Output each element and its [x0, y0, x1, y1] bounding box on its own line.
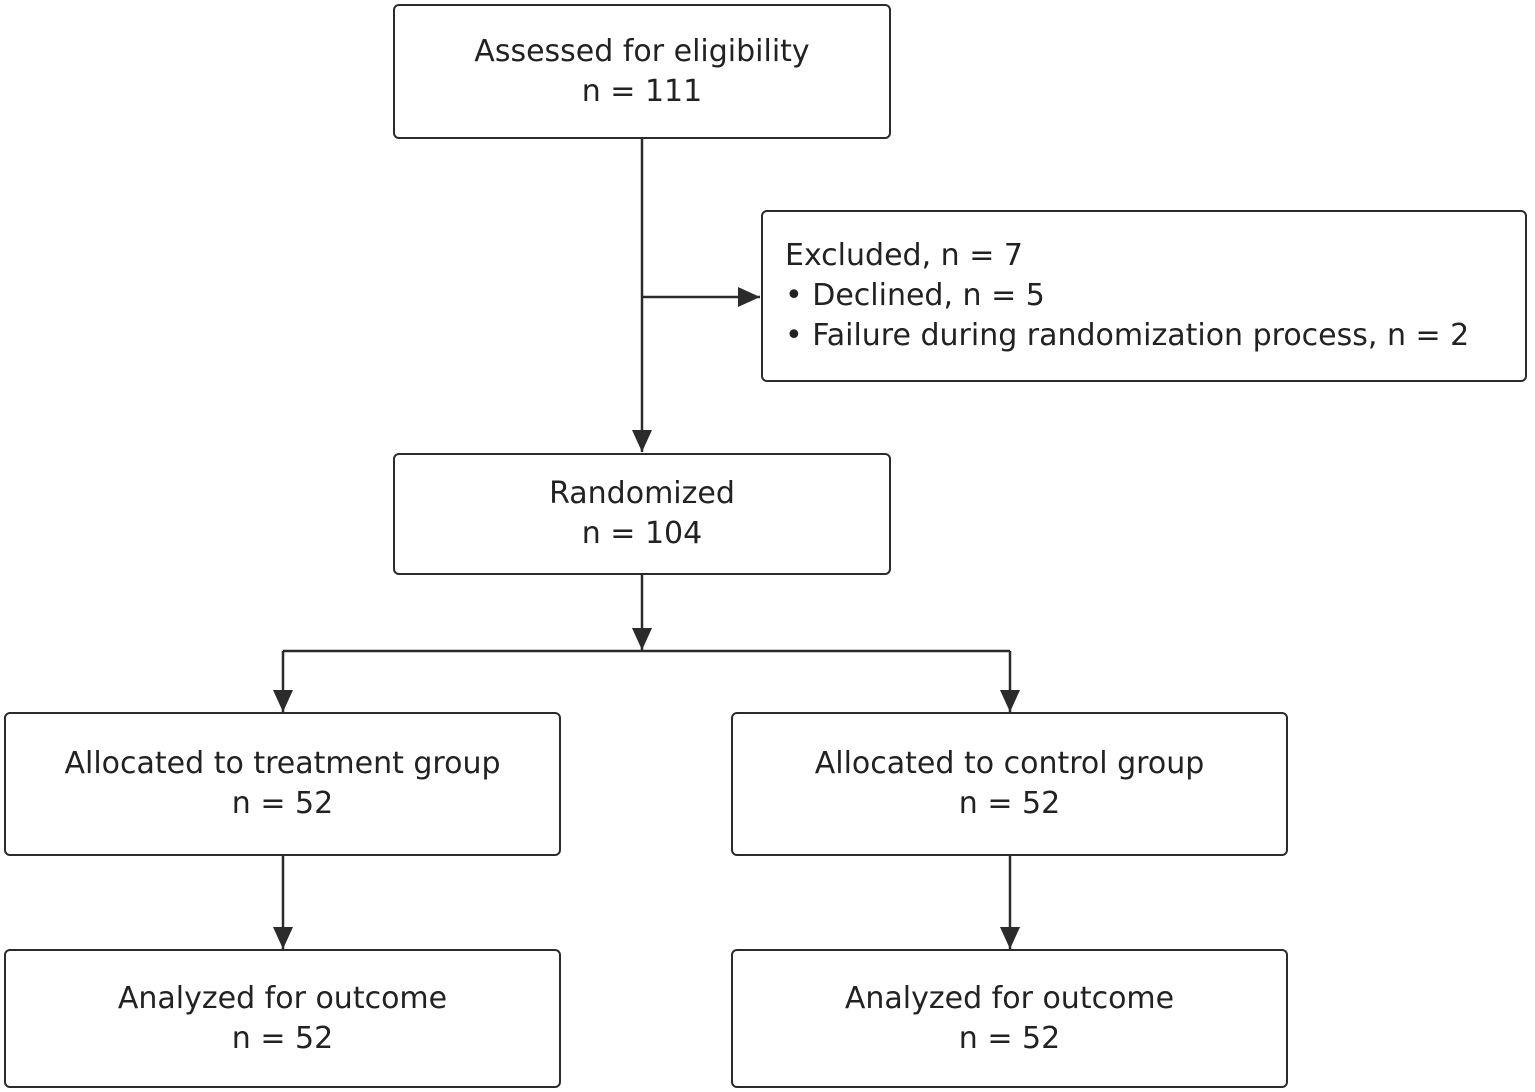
analyzed-treatment-title: Analyzed for outcome: [117, 980, 448, 1016]
excluded-title: Excluded, n = 7: [785, 238, 1023, 273]
assessed-box: Assessed for eligibility n = 111: [393, 4, 891, 139]
excluded-bullet-declined: • Declined, n = 5: [785, 278, 1045, 313]
treatment-title: Allocated to treatment group: [64, 746, 501, 781]
randomized-title: Randomized: [549, 476, 735, 511]
randomized-box: Randomized n = 104: [393, 453, 891, 575]
control-title: Allocated to control group: [814, 746, 1205, 781]
analyzed-treatment-box: Analyzed for outcome n = 52: [4, 949, 561, 1088]
analyzed-control-box: Analyzed for outcome n = 52: [731, 949, 1288, 1088]
control-group-box: Allocated to control group n = 52: [731, 712, 1288, 856]
analyzed-treatment-count: n = 52: [231, 1020, 334, 1056]
randomized-count: n = 104: [581, 516, 703, 551]
control-count: n = 52: [958, 786, 1061, 821]
analyzed-control-count: n = 52: [958, 1020, 1061, 1056]
analyzed-control-title: Analyzed for outcome: [844, 980, 1175, 1016]
excluded-box: Excluded, n = 7 • Declined, n = 5 • Fail…: [761, 210, 1527, 382]
assessed-title: Assessed for eligibility: [474, 33, 810, 69]
treatment-count: n = 52: [231, 786, 334, 821]
treatment-group-box: Allocated to treatment group n = 52: [4, 712, 561, 856]
excluded-bullet-failure: • Failure during randomization process, …: [785, 318, 1470, 353]
assessed-count: n = 111: [581, 73, 703, 109]
